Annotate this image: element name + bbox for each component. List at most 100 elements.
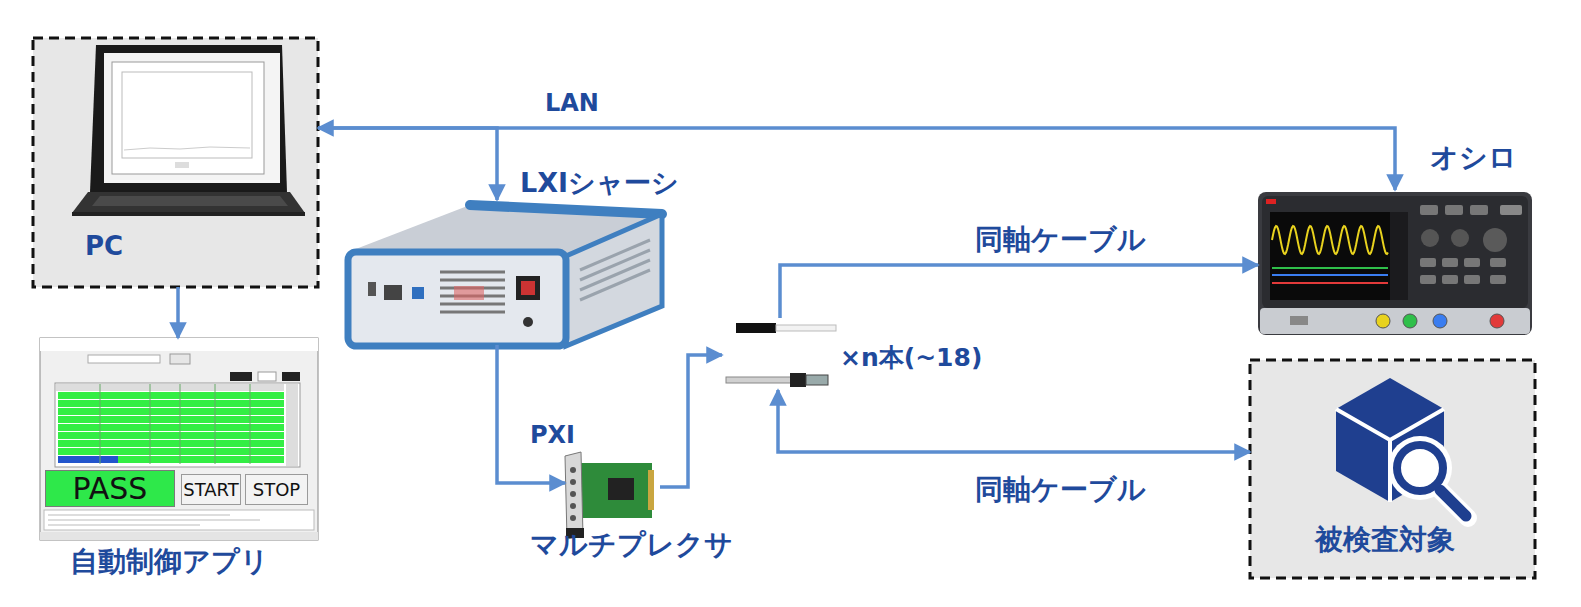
connector-arrow — [176, 287, 180, 338]
sine-wave — [1272, 226, 1388, 254]
app-screenshot — [100, 384, 101, 464]
laptop-illustration — [104, 53, 280, 183]
oscilloscope-illustration — [1490, 314, 1504, 328]
lxi-chassis-illustration — [440, 303, 505, 306]
lxi-chassis-illustration — [348, 205, 662, 346]
lxi-chassis-illustration — [348, 252, 566, 346]
pxi-module-illustration — [570, 479, 576, 485]
pc-dashed-box — [33, 38, 318, 287]
node-label: LXIシャーシ — [520, 169, 679, 196]
lxi-chassis-illustration — [566, 214, 662, 346]
oscilloscope-illustration — [1376, 314, 1390, 328]
app-screenshot — [170, 354, 190, 364]
pc-dashed-box — [33, 38, 318, 287]
coax-cable-illustration — [806, 375, 828, 385]
lxi-chassis-illustration — [454, 286, 484, 300]
app-screenshot — [286, 384, 298, 466]
lxi-chassis-illustration — [470, 205, 662, 214]
connector-label: 同軸ケーブル — [975, 476, 1146, 504]
oscilloscope-illustration — [1442, 275, 1458, 284]
connector-arrow — [778, 390, 1250, 452]
laptop-illustration — [175, 162, 189, 168]
lxi-chassis-illustration — [440, 279, 505, 282]
coax-cable-illustration — [726, 377, 792, 383]
cube-inspection-icon — [1440, 490, 1466, 516]
app-screenshot — [58, 456, 118, 463]
cube-inspection-icon — [1397, 445, 1443, 491]
connector-arrow — [497, 345, 565, 483]
pxi-module-illustration — [570, 467, 576, 473]
oscilloscope-illustration — [1390, 212, 1408, 300]
app-screenshot — [282, 372, 300, 381]
oscilloscope-illustration — [1464, 258, 1480, 267]
stop-button: STOP — [245, 474, 308, 505]
laptop-illustration — [124, 147, 250, 150]
app-screenshot — [40, 338, 318, 540]
lxi-chassis-illustration — [368, 282, 376, 296]
laptop-illustration — [72, 192, 305, 213]
oscilloscope-illustration — [1270, 212, 1390, 300]
oscilloscope-illustration — [1433, 314, 1447, 328]
oscilloscope-illustration — [1500, 205, 1522, 215]
connector-label: 同軸ケーブル — [975, 226, 1146, 254]
node-label: 被検査対象 — [1315, 526, 1455, 554]
oscilloscope-illustration — [1490, 275, 1506, 284]
connector-arrow — [318, 128, 497, 200]
coax-cable-illustration — [736, 323, 776, 333]
oscilloscope-illustration — [1258, 192, 1532, 335]
cable-bundle-node: ×n本(~18) — [722, 318, 1012, 390]
oscilloscope-illustration — [1258, 192, 1532, 335]
lxi-chassis-illustration — [440, 271, 505, 274]
connector-arrow — [780, 265, 1258, 318]
oscilloscope-illustration — [1403, 314, 1417, 328]
pxi-module-illustration — [565, 452, 583, 539]
pxi-module-illustration — [565, 452, 654, 539]
node-label: START — [183, 481, 239, 499]
node-label: STOP — [253, 481, 300, 499]
dut-dashed-box — [1250, 360, 1535, 578]
app-screenshot — [55, 383, 300, 467]
app-screenshot — [258, 372, 276, 381]
node-label: オシロ — [1430, 144, 1517, 172]
oscilloscope-illustration — [1290, 316, 1308, 325]
lxi-chassis-illustration — [521, 281, 535, 295]
result-indicator: PASS — [45, 470, 175, 507]
node-label: PC — [85, 233, 123, 259]
oscilloscope-illustration — [1272, 282, 1388, 284]
laptop-illustration — [90, 45, 287, 192]
oscilloscope-illustration — [1260, 308, 1530, 334]
oscilloscope-illustration — [1272, 267, 1388, 269]
node-label: PXI — [530, 423, 575, 447]
pxi-module-illustration — [580, 463, 652, 518]
lxi-chassis-illustration — [580, 270, 650, 300]
oscilloscope-illustration — [1272, 274, 1388, 276]
cube-inspection-icon — [1336, 378, 1468, 518]
cube-inspection-icon — [1440, 490, 1468, 518]
laptop-illustration — [112, 62, 264, 174]
coax-cable-illustration — [776, 325, 836, 331]
app-screenshot — [250, 384, 251, 464]
app-screenshot — [40, 532, 318, 540]
app-screenshot — [150, 384, 151, 464]
pxi-module-illustration — [648, 470, 654, 510]
cube-inspection-icon — [1336, 409, 1444, 440]
app-screenshot — [48, 515, 230, 516]
node-label: ×n本(~18) — [840, 345, 982, 370]
app-screenshot — [48, 525, 200, 526]
pxi-module-illustration — [570, 515, 576, 521]
pxi-module-illustration — [570, 503, 576, 509]
oscilloscope-illustration — [1266, 199, 1276, 204]
lxi-chassis-illustration — [412, 287, 424, 299]
start-button: START — [181, 474, 241, 505]
app-window: 自動制御アプリPASSSTARTSTOP — [40, 338, 318, 540]
connector-label: LAN — [545, 91, 599, 115]
oscilloscope-illustration — [1490, 258, 1506, 267]
lxi-chassis-illustration — [523, 317, 533, 327]
app-screenshot — [44, 510, 314, 530]
oscilloscope-illustration — [1442, 258, 1458, 267]
sine-wave — [1272, 226, 1388, 254]
pc-box: PC — [33, 38, 318, 287]
